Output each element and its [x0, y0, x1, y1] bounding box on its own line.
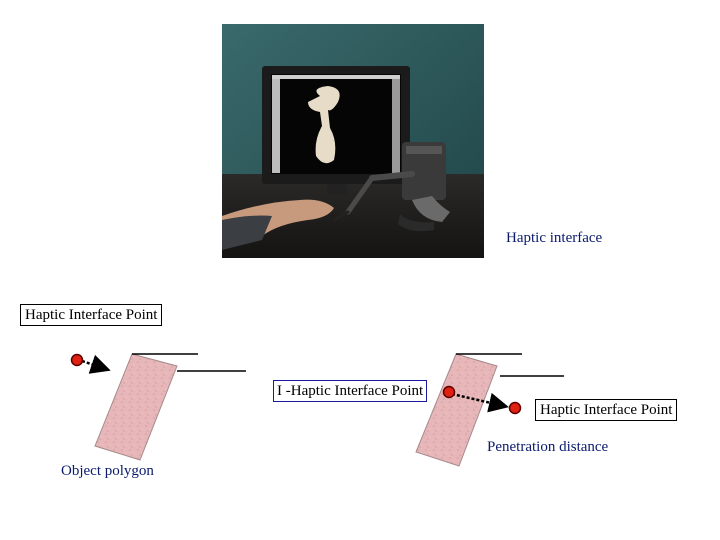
i-haptic-interface-point-label: I -Haptic Interface Point: [273, 380, 428, 402]
monitor: [262, 66, 410, 194]
object-polygon-right: [415, 353, 498, 467]
haptic-interface-point-top-label: Haptic Interface Point: [20, 304, 163, 326]
motion-arrow: [81, 354, 111, 374]
user-hand: [222, 199, 334, 250]
haptic-interface-point-right: [508, 401, 522, 415]
penetration-distance-label: Penetration distance: [487, 439, 609, 455]
haptic-workstation-photo: [222, 24, 484, 258]
haptic-interface-label: Haptic interface: [506, 230, 603, 246]
haptic-interface-point-right-label: Haptic Interface Point: [535, 399, 678, 421]
object-polygon-label: Object polygon: [61, 463, 154, 479]
object-polygon-left: [94, 353, 178, 461]
haptic-device: [332, 142, 450, 232]
penetration-arrow: [451, 392, 509, 413]
haptic-interface-point-left: [70, 353, 84, 367]
i-haptic-interface-point: [442, 385, 456, 399]
